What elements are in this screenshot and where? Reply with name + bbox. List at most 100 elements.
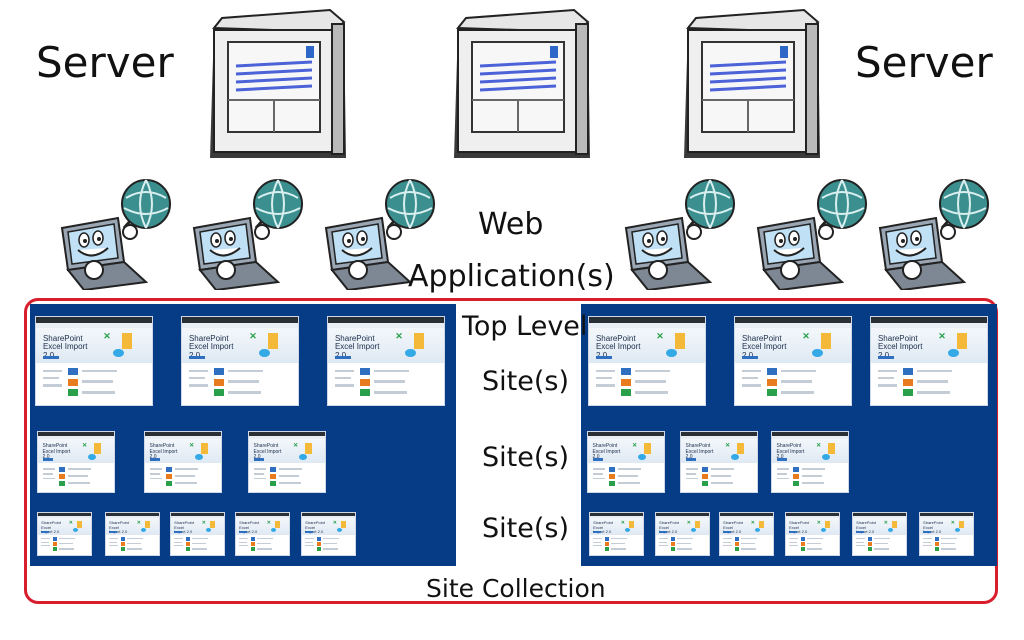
application-label: Application(s)	[408, 259, 615, 294]
check-icon	[754, 528, 761, 533]
web-application-icon	[624, 178, 736, 290]
thumbnail-title: SharePoint Excel Import 2.0	[856, 520, 876, 535]
excel-x-icon: ✕	[249, 331, 257, 342]
thumbnail-title: SharePoint Excel Import 2.0	[741, 333, 787, 361]
document-icon	[644, 442, 652, 454]
server-icon	[454, 8, 590, 158]
document-icon	[892, 520, 897, 529]
check-icon	[195, 453, 203, 460]
thumbnail-title: SharePoint Excel Import 2.0	[305, 520, 325, 535]
excel-x-icon: ✕	[883, 519, 888, 526]
check-icon	[954, 528, 961, 533]
check-icon	[665, 348, 678, 358]
web-label: Web	[478, 207, 544, 242]
thumbnail-title: SharePoint Excel Import 2.0	[592, 443, 621, 460]
thumbnail-title: SharePoint Excel Import 2.0	[239, 520, 259, 535]
site-thumbnail: SharePoint Excel Import 2.0✕	[37, 512, 92, 556]
document-icon	[341, 520, 346, 529]
site-thumbnail: SharePoint Excel Import 2.0 ✕	[235, 512, 290, 556]
thumbnail-title: SharePoint Excel Import 2.0	[109, 520, 129, 535]
thumbnail-title: SharePoint Excel Import 2.0	[174, 520, 194, 535]
server-icon	[684, 8, 820, 158]
site-thumbnail: SharePoint Excel Import 2.0 ✕	[870, 316, 988, 406]
excel-x-icon: ✕	[725, 442, 731, 449]
check-icon	[811, 348, 824, 358]
excel-x-icon: ✕	[632, 442, 638, 449]
thumbnail-title: SharePoint Excel Import 2.0	[923, 520, 943, 535]
site-collection-label: Site Collection	[426, 574, 606, 603]
server-label-left: Server	[36, 38, 174, 87]
thumbnail-title: SharePoint Excel Import 2.0	[877, 333, 923, 361]
document-icon	[759, 520, 764, 529]
site-thumbnail: SharePoint Excel Import 2.0 ✕	[144, 431, 222, 493]
document-icon	[275, 520, 280, 529]
check-icon	[690, 528, 697, 533]
site-thumbnail: SharePoint Excel Import 2.0✕	[248, 431, 326, 493]
thumbnail-title: SharePoint Excel Import 2.0	[593, 520, 613, 535]
document-icon	[413, 332, 425, 349]
excel-x-icon: ✕	[395, 331, 403, 342]
excel-x-icon: ✕	[938, 331, 946, 342]
web-application-icon	[878, 178, 990, 290]
site-thumbnail: SharePoint Excel Import 2.0 ✕	[919, 512, 974, 556]
check-icon	[205, 528, 212, 533]
check-icon	[112, 348, 125, 358]
thumbnail-title: SharePoint Excel Import 2.0	[595, 333, 641, 361]
check-icon	[299, 453, 307, 460]
web-application-icon	[60, 178, 172, 290]
thumbnail-title: SharePoint Excel Import 2.0	[42, 443, 71, 460]
excel-x-icon: ✕	[201, 519, 206, 526]
excel-x-icon: ✕	[620, 519, 625, 526]
thumbnail-title: SharePoint Excel Import 2.0	[723, 520, 743, 535]
excel-x-icon: ✕	[103, 331, 111, 342]
check-icon	[258, 348, 271, 358]
site-thumbnail: SharePoint Excel Import 2.0 ✕	[589, 512, 644, 556]
web-application-icon	[756, 178, 868, 290]
document-icon	[825, 520, 830, 529]
sites-label: Site(s)	[482, 442, 569, 473]
excel-x-icon: ✕	[950, 519, 955, 526]
check-icon	[624, 528, 631, 533]
site-thumbnail: SharePoint Excel Import 2.0 ✕	[785, 512, 840, 556]
site-thumbnail: SharePoint Excel Import 2.0 ✕	[181, 316, 299, 406]
document-icon	[121, 332, 133, 349]
site-thumbnail: SharePoint Excel Import 2.0✕	[35, 316, 153, 406]
document-icon	[828, 442, 836, 454]
check-icon	[404, 348, 417, 358]
thumbnail-title: SharePoint Excel Import 2.0	[149, 443, 178, 460]
excel-x-icon: ✕	[816, 519, 821, 526]
check-icon	[822, 453, 830, 460]
excel-x-icon: ✕	[750, 519, 755, 526]
thumbnail-title: SharePoint Excel Import 2.0	[188, 333, 234, 361]
check-icon	[638, 453, 646, 460]
excel-x-icon: ✕	[136, 519, 141, 526]
document-icon	[956, 332, 968, 349]
sites-label: Site(s)	[482, 366, 569, 397]
check-icon	[887, 528, 894, 533]
thumbnail-title: SharePoint Excel Import 2.0	[789, 520, 809, 535]
check-icon	[72, 528, 79, 533]
thumbnail-title: SharePoint Excel Import 2.0	[253, 443, 282, 460]
site-thumbnail: SharePoint Excel Import 2.0 ✕	[301, 512, 356, 556]
site-thumbnail: SharePoint Excel Import 2.0✕	[588, 316, 706, 406]
excel-x-icon: ✕	[266, 519, 271, 526]
check-icon	[270, 528, 277, 533]
excel-x-icon: ✕	[332, 519, 337, 526]
top-level-label: Top Level	[462, 311, 588, 342]
document-icon	[629, 520, 634, 529]
excel-x-icon: ✕	[802, 331, 810, 342]
document-icon	[820, 332, 832, 349]
document-icon	[94, 442, 102, 454]
thumbnail-title: SharePoint Excel Import 2.0	[41, 520, 61, 535]
site-thumbnail: SharePoint Excel Import 2.0 ✕	[587, 431, 665, 493]
excel-x-icon: ✕	[816, 442, 822, 449]
excel-x-icon: ✕	[189, 442, 195, 449]
thumbnail-title: SharePoint Excel Import 2.0	[776, 443, 805, 460]
document-icon	[201, 442, 209, 454]
site-thumbnail: SharePoint Excel Import 2.0 ✕	[852, 512, 907, 556]
check-icon	[947, 348, 960, 358]
sites-label: Site(s)	[482, 513, 569, 544]
site-thumbnail: SharePoint Excel Import 2.0✕	[655, 512, 710, 556]
site-thumbnail: SharePoint Excel Import 2.0✕	[680, 431, 758, 493]
web-application-icon	[192, 178, 304, 290]
